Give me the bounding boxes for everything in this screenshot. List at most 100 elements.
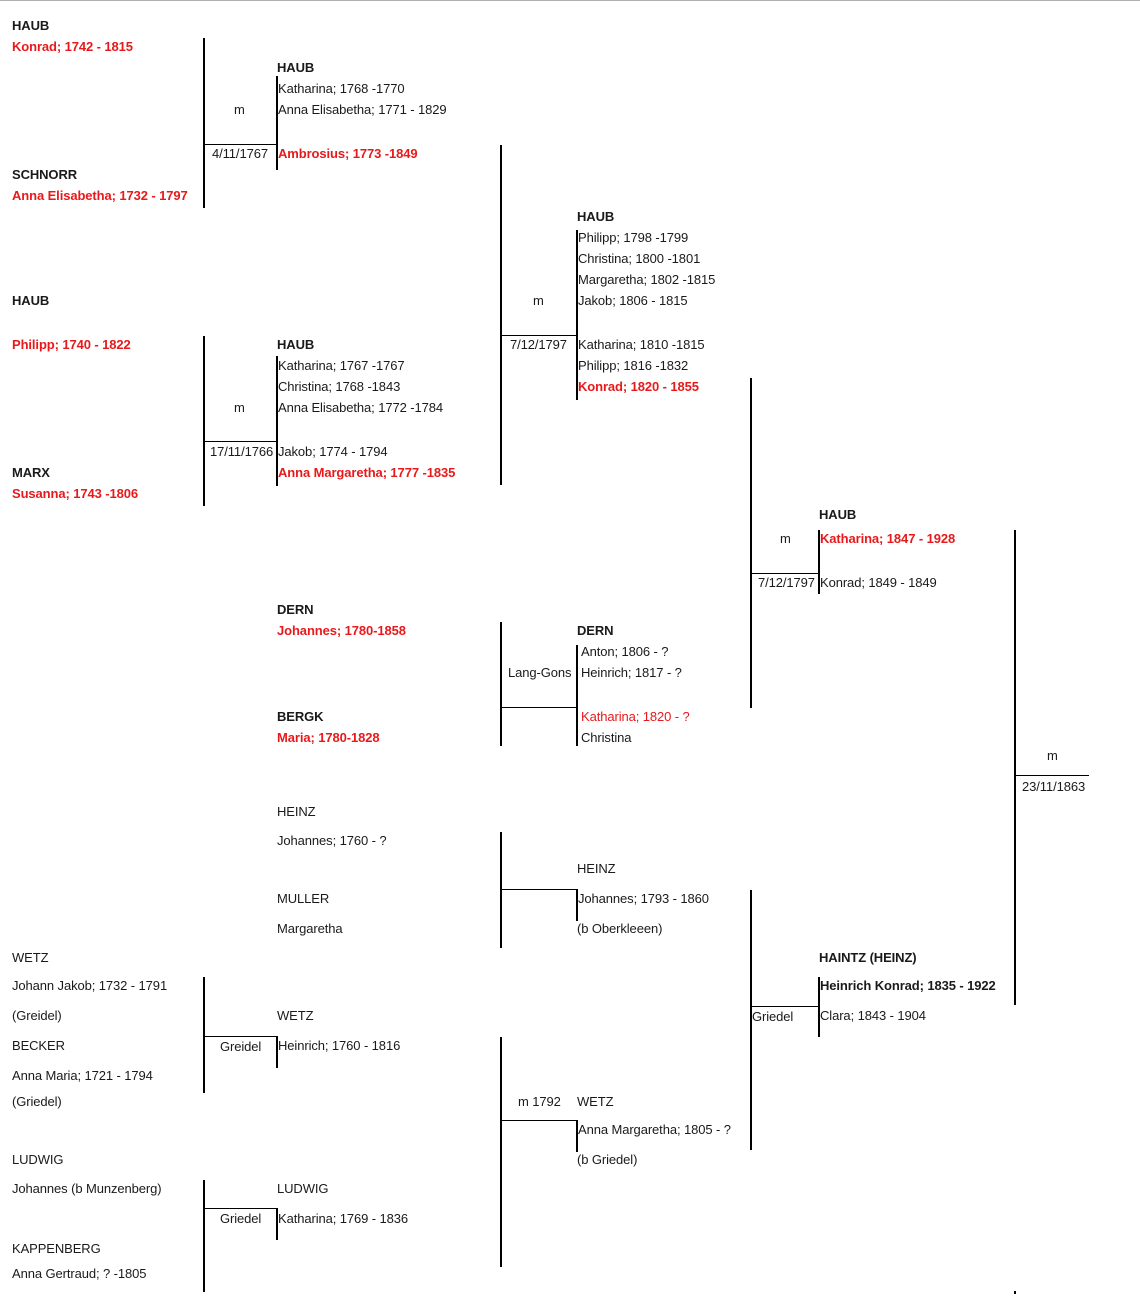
becker-note: (Griedel) — [12, 1094, 62, 1109]
wetz-jj-surname: WETZ — [12, 950, 49, 965]
marriage-bracket-h — [500, 1037, 502, 1267]
family-bracket-b — [276, 356, 278, 486]
marriage-line-i — [750, 573, 819, 574]
haub3-child: Margaretha; 1802 -1815 — [578, 272, 716, 287]
marriage-date-b: 17/11/1766 — [210, 444, 274, 459]
haub4-surname: HAUB — [819, 507, 857, 522]
haub3-child: Jakob; 1806 - 1815 — [578, 293, 688, 308]
bergk-surname: BERGK — [277, 709, 324, 724]
wetz-h-name: Heinrich; 1760 - 1816 — [278, 1038, 401, 1053]
wetz-h-surname: WETZ — [277, 1008, 314, 1023]
marriage-line-g — [500, 889, 577, 890]
haub3-child: Katharina; 1810 -1815 — [578, 337, 705, 352]
marriage-bracket-e — [500, 145, 502, 485]
marriage-bracket-g — [500, 832, 502, 948]
marriage-label-final: m — [1047, 748, 1058, 763]
heinz-surname: HEINZ — [277, 804, 316, 819]
top-border — [0, 0, 1140, 1]
marriage-place-f: Lang-Gons — [508, 665, 572, 680]
haub-a-main: Ambrosius; 1773 -1849 — [278, 146, 418, 161]
kappenberg-name: Anna Gertraud; ? -1805 — [12, 1266, 147, 1281]
heinz3-name: Johannes; 1793 - 1860 — [578, 891, 709, 906]
haub-b-child: Katharina; 1767 -1767 — [278, 358, 405, 373]
schnorr-surname: SCHNORR — [12, 167, 78, 182]
heinz-name: Johannes; 1760 - ? — [277, 833, 387, 848]
marriage-label-a: m — [234, 102, 245, 117]
family-bracket-i — [818, 530, 820, 594]
muller-name: Margaretha — [277, 921, 343, 936]
marriage-bracket-a — [203, 38, 205, 208]
marriage-line-h — [500, 1120, 577, 1121]
muller-surname: MULLER — [277, 891, 330, 906]
haub-b-child: Jakob; 1774 - 1794 — [278, 444, 388, 459]
marriage-bracket-d — [203, 1180, 205, 1292]
family-bracket-h — [576, 1120, 578, 1152]
haub-a-child: Anna Elisabetha; 1771 - 1829 — [278, 102, 447, 117]
dern-surname: DERN — [277, 602, 314, 617]
haub-a-surname: HAUB — [277, 60, 315, 75]
haub-a-child: Katharina; 1768 -1770 — [278, 81, 405, 96]
becker-surname: BECKER — [12, 1038, 65, 1053]
wetz-jj-note: (Greidel) — [12, 1008, 62, 1023]
dern3-child: Heinrich; 1817 - ? — [581, 665, 682, 680]
family-bracket-a — [276, 76, 278, 170]
family-bracket-g — [576, 889, 578, 921]
dern-name: Johannes; 1780-1858 — [277, 623, 406, 638]
haub3-child: Christina; 1800 -1801 — [578, 251, 701, 266]
marriage-label-h: m 1792 — [518, 1094, 561, 1109]
marriage-line-j — [750, 1006, 819, 1007]
wetz3-note: (b Griedel) — [577, 1152, 638, 1167]
dern3-main: Katharina; 1820 - ? — [581, 709, 690, 724]
family-bracket-f — [576, 645, 578, 746]
haub-b-child: Anna Elisabetha; 1772 -1784 — [278, 400, 443, 415]
marriage-place-c: Greidel — [220, 1039, 262, 1054]
family-bracket-d — [276, 1208, 278, 1240]
haub-b-child: Christina; 1768 -1843 — [278, 379, 401, 394]
heinz3-surname: HEINZ — [577, 861, 616, 876]
dern3-last: Christina — [581, 730, 632, 745]
haub-b-main: Anna Margaretha; 1777 -1835 — [278, 465, 456, 480]
schnorr-name: Anna Elisabetha; 1732 - 1797 — [12, 188, 188, 203]
marriage-line-d — [203, 1208, 277, 1209]
marriage-line-c — [203, 1036, 277, 1037]
wetz3-name: Anna Margaretha; 1805 - ? — [578, 1122, 731, 1137]
marriage-label-b: m — [234, 400, 245, 415]
haub4-child: Konrad; 1849 - 1849 — [820, 575, 937, 590]
haub3-child: Philipp; 1816 -1832 — [578, 358, 689, 373]
marriage-label-e: m — [533, 293, 544, 308]
haub-konrad-surname: HAUB — [12, 18, 50, 33]
haub-philipp-surname: HAUB — [12, 293, 50, 308]
haub3-main: Konrad; 1820 - 1855 — [578, 379, 699, 394]
tick-mark — [1014, 1291, 1016, 1294]
marriage-place-d: Griedel — [220, 1211, 262, 1226]
family-bracket-j — [818, 977, 820, 1037]
haub-konrad-name: Konrad; 1742 - 1815 — [12, 39, 133, 54]
haub3-child: Philipp; 1798 -1799 — [578, 230, 689, 245]
ludwig-name: Johannes (b Munzenberg) — [12, 1181, 162, 1196]
marriage-bracket-c — [203, 977, 205, 1093]
dern3-surname: DERN — [577, 623, 614, 638]
becker-name: Anna Maria; 1721 - 1794 — [12, 1068, 153, 1083]
marriage-date-final: 23/11/1863 — [1022, 779, 1086, 794]
marriage-date-e: 7/12/1797 — [510, 337, 567, 352]
ludwig-k-surname: LUDWIG — [277, 1181, 329, 1196]
marx-surname: MARX — [12, 465, 50, 480]
haub-b-surname: HAUB — [277, 337, 315, 352]
marriage-line-a — [203, 144, 277, 145]
family-bracket-c — [276, 1036, 278, 1068]
ludwig-k-name: Katharina; 1769 - 1836 — [278, 1211, 409, 1226]
marx-name: Susanna; 1743 -1806 — [12, 486, 139, 501]
marriage-date-i: 7/12/1797 — [758, 575, 815, 590]
ludwig-surname: LUDWIG — [12, 1152, 64, 1167]
marriage-line-f — [500, 707, 577, 708]
wetz-jj-name: Johann Jakob; 1732 - 1791 — [12, 978, 168, 993]
marriage-bracket-final — [1014, 530, 1016, 1005]
marriage-bracket-j — [750, 890, 752, 1150]
marriage-line-final — [1014, 775, 1089, 776]
dern3-child: Anton; 1806 - ? — [581, 644, 669, 659]
wetz3-surname: WETZ — [577, 1094, 614, 1109]
haub3-surname: HAUB — [577, 209, 615, 224]
kappenberg-surname: KAPPENBERG — [12, 1241, 101, 1256]
marriage-label-i: m — [780, 531, 791, 546]
marriage-line-e — [500, 335, 577, 336]
